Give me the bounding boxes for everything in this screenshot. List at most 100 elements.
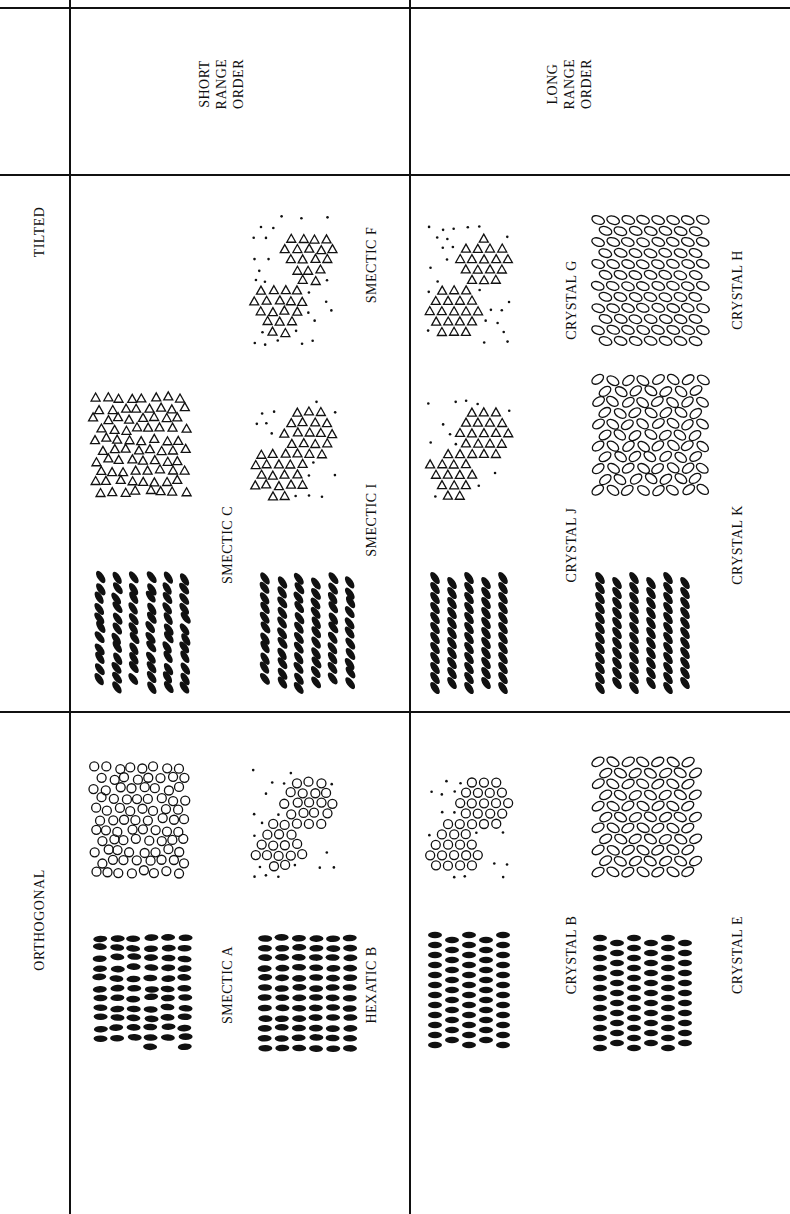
disorder-dot (446, 238, 449, 241)
molecule (160, 985, 174, 992)
disorder-dot (300, 217, 303, 220)
row-heading: SHORT RANGE ORDER (197, 47, 247, 122)
molecule-end (444, 820, 453, 829)
molecule (462, 992, 476, 999)
molecule-end (168, 835, 177, 844)
molecule-end (462, 418, 471, 426)
molecule-end (92, 458, 101, 466)
molecule-end (479, 820, 488, 829)
molecule-end (305, 428, 314, 436)
molecule-end (606, 236, 621, 248)
molecule-end (152, 393, 161, 401)
molecule-end (450, 327, 459, 335)
molecule (258, 671, 272, 686)
disorder-dot (264, 280, 267, 283)
molecule-end (621, 373, 636, 387)
molecule-end (280, 799, 289, 808)
molecule (462, 680, 475, 695)
molecule-end (168, 487, 177, 495)
molecule (292, 1015, 306, 1022)
molecule-end (591, 417, 606, 431)
molecule (326, 965, 340, 972)
molecule-end (180, 403, 189, 411)
molecule-end (674, 384, 689, 398)
molecule-end (128, 825, 137, 834)
molecule-end (590, 483, 605, 497)
molecule (343, 1045, 357, 1052)
molecule (644, 990, 658, 997)
molecule (162, 679, 176, 694)
molecule-end (620, 799, 635, 813)
molecule-end (650, 777, 665, 791)
molecule (93, 1035, 107, 1042)
molecule (593, 945, 607, 952)
molecule-end (169, 772, 178, 781)
molecule (445, 1017, 459, 1024)
molecule-end (658, 766, 673, 779)
molecule-top-view (89, 762, 190, 878)
molecule-top-view (426, 778, 513, 878)
molecule-end (666, 438, 681, 452)
molecule-end (251, 851, 260, 860)
molecule-end (425, 307, 434, 315)
molecule-end (432, 317, 441, 325)
molecule (309, 635, 322, 650)
molecule-end (498, 418, 507, 426)
molecule-end (103, 868, 112, 877)
disorder-dot (434, 495, 437, 498)
disorder-dot (446, 258, 449, 261)
molecule-end (304, 266, 313, 274)
molecule-end (280, 306, 289, 314)
molecule (309, 994, 323, 1001)
molecule-end (125, 415, 134, 423)
molecule-end (444, 450, 453, 458)
molecule (127, 1005, 141, 1012)
molecule-end (149, 869, 158, 878)
molecule-end (179, 834, 188, 843)
disorder-dot (449, 433, 452, 436)
molecule-end (591, 258, 606, 270)
molecule (428, 1002, 442, 1009)
molecule-end (150, 784, 159, 793)
molecule-end (109, 816, 118, 825)
molecule-end (666, 302, 681, 314)
disorder-dot (453, 876, 456, 879)
molecule-end (613, 269, 628, 281)
molecule-end (292, 819, 301, 828)
molecule-end (256, 307, 265, 315)
molecule-end (628, 789, 643, 802)
molecule-end (650, 324, 665, 336)
disorder-dot (307, 311, 310, 314)
molecule-end (149, 806, 158, 815)
molecule-top-view (590, 214, 710, 347)
molecule (610, 1040, 624, 1047)
molecule-end (613, 810, 628, 823)
molecule-end (113, 435, 122, 443)
molecule (258, 1005, 272, 1012)
molecule (627, 985, 641, 992)
molecule (177, 965, 191, 972)
molecule-end (102, 433, 111, 441)
molecule (428, 932, 442, 939)
molecule-end (480, 799, 489, 808)
molecule-end (323, 439, 332, 447)
disorder-dot (477, 484, 480, 487)
molecule-end (268, 327, 277, 335)
molecule-end (132, 404, 141, 412)
molecule-end (110, 835, 119, 844)
molecule-end (680, 214, 695, 226)
molecule (678, 990, 692, 997)
molecule (93, 955, 107, 962)
molecule-end (328, 245, 337, 253)
molecule (309, 675, 323, 690)
molecule (292, 1005, 306, 1012)
molecule (275, 965, 289, 972)
molecule-end (97, 466, 106, 474)
molecule (309, 664, 322, 679)
molecule-end (680, 777, 695, 790)
molecule (127, 570, 141, 585)
disorder-dot (308, 291, 311, 294)
molecule (161, 995, 175, 1002)
molecule-end (173, 475, 182, 483)
molecule-end (162, 414, 171, 422)
